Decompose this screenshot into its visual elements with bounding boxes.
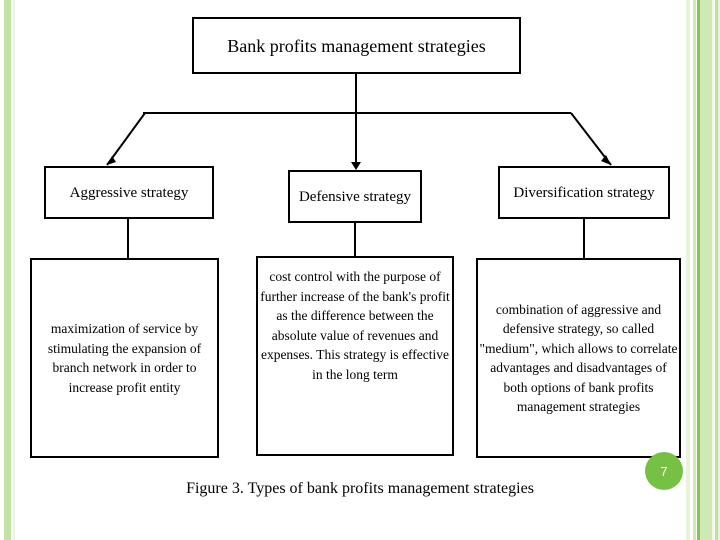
figure-caption: Figure 3. Types of bank profits manageme… (186, 480, 534, 497)
decorative-stripe-right-5 (712, 0, 714, 540)
strategy-box-diversification: Diversification strategy (498, 166, 670, 219)
connector-title-trunk-lower (355, 112, 357, 164)
strategy-label-aggressive: Aggressive strategy (69, 184, 189, 201)
detail-box-defensive: cost control with the purpose of further… (256, 256, 454, 456)
detail-box-aggressive: maximization of service by stimulating t… (30, 258, 219, 458)
decorative-stripe-right-2 (693, 0, 696, 540)
connector-title-trunk-upper (355, 74, 357, 113)
decorative-stripe-right-3 (697, 0, 700, 540)
detail-text-aggressive: maximization of service by stimulating t… (47, 321, 202, 395)
diagram-title-label: Bank profits management strategies (227, 35, 486, 56)
decorative-stripe-right-6 (715, 0, 718, 540)
connector-diversification-to-detail (583, 219, 585, 258)
connector-defensive-to-detail (354, 223, 356, 256)
detail-text-defensive: cost control with the purpose of further… (260, 269, 450, 382)
strategy-box-aggressive: Aggressive strategy (44, 166, 214, 219)
decorative-stripe-right-1 (686, 0, 690, 540)
detail-box-diversification: combination of aggressive and defensive … (476, 258, 681, 458)
decorative-stripe-right-4 (700, 0, 712, 540)
strategy-label-defensive: Defensive strategy (298, 188, 412, 205)
detail-text-diversification: combination of aggressive and defensive … (479, 301, 678, 415)
decorative-stripe-left-primary (4, 0, 11, 540)
arrow-head-icon-defensive (351, 162, 361, 170)
connector-diagonal-right (570, 112, 612, 166)
diagram-title-box: Bank profits management strategies (192, 17, 521, 74)
strategy-label-diversification: Diversification strategy (513, 184, 655, 201)
connector-horizontal-bar (143, 112, 571, 114)
connector-diagonal-left (106, 112, 146, 166)
page-number-badge: 7 (645, 452, 683, 490)
connector-aggressive-to-detail (127, 219, 129, 258)
decorative-stripe-right-7 (718, 0, 720, 540)
decorative-stripe-left-secondary (13, 0, 15, 540)
strategy-box-defensive: Defensive strategy (288, 170, 422, 223)
